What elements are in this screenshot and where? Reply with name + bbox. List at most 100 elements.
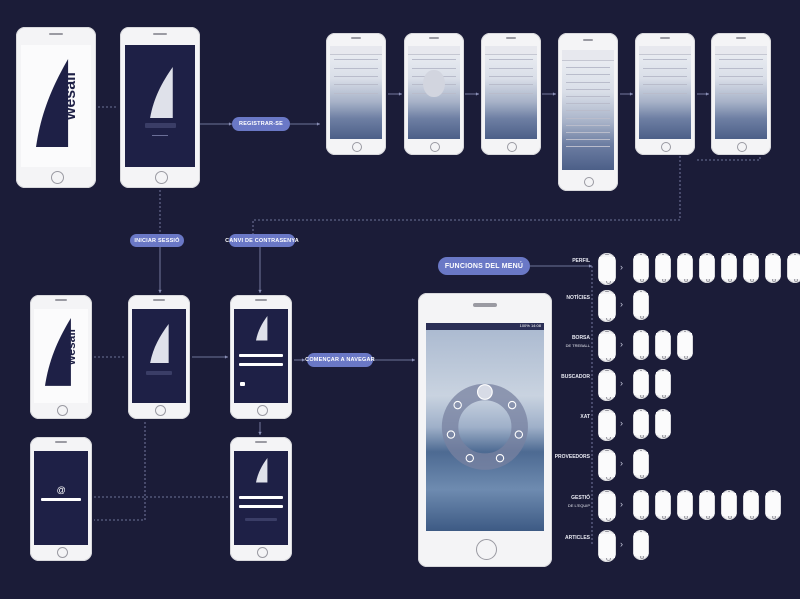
phone-new-password[interactable] xyxy=(230,437,292,561)
menu-phone-3[interactable] xyxy=(598,369,616,401)
menu-subphone-7-0[interactable] xyxy=(633,530,649,560)
menu-subphone-6-3[interactable] xyxy=(699,490,715,520)
new-password-field[interactable] xyxy=(239,495,283,499)
menu-subphone-6-6[interactable] xyxy=(765,490,781,520)
phone-login-screen[interactable] xyxy=(120,27,200,188)
menu-label-0[interactable]: PERFIL xyxy=(530,258,590,265)
phone-register-step-3[interactable] xyxy=(481,33,541,155)
menu-label-7[interactable]: ARTICLES xyxy=(530,535,590,542)
search-icon[interactable] xyxy=(514,430,524,440)
home-button[interactable] xyxy=(584,176,594,187)
news-icon[interactable] xyxy=(453,401,462,410)
remember-checkbox[interactable] xyxy=(240,382,245,386)
home-button[interactable] xyxy=(154,170,168,184)
menu-subphone-6-0[interactable] xyxy=(633,490,649,520)
menu-functions-pill[interactable]: FUNCIONS DEL MENÚ xyxy=(438,257,530,275)
email-field[interactable] xyxy=(41,497,81,501)
save-password-button[interactable] xyxy=(244,518,278,522)
menu-subphone-4-0[interactable] xyxy=(633,409,649,439)
phone-screen xyxy=(484,46,538,140)
phone-recover-email[interactable]: @ xyxy=(30,437,92,561)
register-pill[interactable]: REGISTRAR-SE xyxy=(232,117,290,131)
chat-icon[interactable] xyxy=(495,454,505,463)
menu-phone-2[interactable] xyxy=(598,330,616,362)
menu-subphone-0-3[interactable] xyxy=(699,253,715,283)
form-row xyxy=(565,146,611,148)
phone-splash-screen[interactable]: wesail xyxy=(16,27,96,188)
phone-register-step-4[interactable] xyxy=(558,33,618,191)
menu-label-4[interactable]: XAT xyxy=(530,414,590,421)
menu-subphone-2-2[interactable] xyxy=(677,330,693,360)
menu-subphone-2-0[interactable] xyxy=(633,330,649,360)
menu-subphone-2-1[interactable] xyxy=(655,330,671,360)
phone-register-step-1[interactable] xyxy=(326,33,386,155)
menu-subphone-0-2[interactable] xyxy=(677,253,693,283)
menu-subphone-3-1[interactable] xyxy=(655,369,671,399)
menu-phone-7[interactable] xyxy=(598,530,616,562)
menu-phone-6[interactable] xyxy=(598,490,616,522)
login-button[interactable] xyxy=(145,370,173,375)
home-button[interactable] xyxy=(661,141,671,152)
start-navigating-pill[interactable]: COMENÇAR A NAVEGAR xyxy=(305,353,375,367)
globe-icon[interactable] xyxy=(507,401,517,410)
home-button[interactable] xyxy=(430,141,440,152)
menu-label-1[interactable]: NOTÍCIES xyxy=(530,295,590,302)
phone-login-form[interactable] xyxy=(230,295,292,419)
menu-subphone-4-1[interactable] xyxy=(655,409,671,439)
menu-subphone-3-0[interactable] xyxy=(633,369,649,399)
login-pill[interactable]: INICIAR SESSIÓ xyxy=(130,234,184,247)
home-button[interactable] xyxy=(507,141,517,152)
menu-subphone-6-1[interactable] xyxy=(655,490,671,520)
home-button[interactable] xyxy=(737,141,747,152)
phone-splash-small[interactable]: wesail xyxy=(30,295,92,419)
phone-register-step-2[interactable] xyxy=(404,33,464,155)
phone-register-step-5[interactable] xyxy=(635,33,695,155)
menu-label-5[interactable]: PROVEEDORS xyxy=(530,454,590,461)
home-button[interactable] xyxy=(154,404,166,416)
menu-label-3[interactable]: BUSCADOR xyxy=(530,374,590,381)
avatar-placeholder[interactable] xyxy=(423,69,445,98)
sailboat-icon[interactable] xyxy=(446,430,456,440)
menu-subphone-5-0[interactable] xyxy=(633,449,649,479)
form-row xyxy=(642,67,688,69)
change-password-pill[interactable]: CANVI DE CONTRASENYA xyxy=(225,234,299,247)
home-button[interactable] xyxy=(256,404,268,416)
form-row xyxy=(488,92,534,94)
menu-subphone-0-6[interactable] xyxy=(765,253,781,283)
menu-subphone-0-1[interactable] xyxy=(655,253,671,283)
profile-avatar-icon[interactable] xyxy=(477,384,493,401)
home-button[interactable] xyxy=(256,546,268,558)
menu-subphone-6-2[interactable] xyxy=(677,490,693,520)
phone-login-small[interactable] xyxy=(128,295,190,419)
home-button[interactable] xyxy=(475,538,497,560)
register-link[interactable] xyxy=(151,135,169,137)
menu-subphone-6-5[interactable] xyxy=(743,490,759,520)
login-button[interactable] xyxy=(144,123,176,128)
menu-phone-0[interactable] xyxy=(598,253,616,285)
menu-subphone-0-5[interactable] xyxy=(743,253,759,283)
home-button[interactable] xyxy=(50,170,64,184)
menu-subphone-0-7[interactable] xyxy=(787,253,800,283)
arrow-head xyxy=(301,358,305,362)
home-button[interactable] xyxy=(56,404,68,416)
home-button[interactable] xyxy=(352,141,362,152)
menu-subphone-1-0[interactable] xyxy=(633,290,649,320)
phone-main-menu[interactable]: 100% 14:08 xyxy=(418,293,552,567)
menu-phone-1[interactable] xyxy=(598,290,616,322)
menu-subphone-0-0[interactable] xyxy=(633,253,649,283)
menu-phone-4[interactable] xyxy=(598,409,616,441)
cart-icon[interactable] xyxy=(465,454,475,463)
circular-menu[interactable] xyxy=(433,381,537,473)
username-field[interactable] xyxy=(239,353,283,357)
phone-screen xyxy=(599,412,615,437)
home-button[interactable] xyxy=(56,546,68,558)
password-field[interactable] xyxy=(239,363,283,367)
menu-subphone-6-4[interactable] xyxy=(721,490,737,520)
phone-screen xyxy=(655,493,671,517)
menu-subphone-0-4[interactable] xyxy=(721,253,737,283)
menu-phone-5[interactable] xyxy=(598,449,616,481)
confirm-password-field[interactable] xyxy=(239,505,283,509)
phone-register-step-6[interactable] xyxy=(711,33,771,155)
